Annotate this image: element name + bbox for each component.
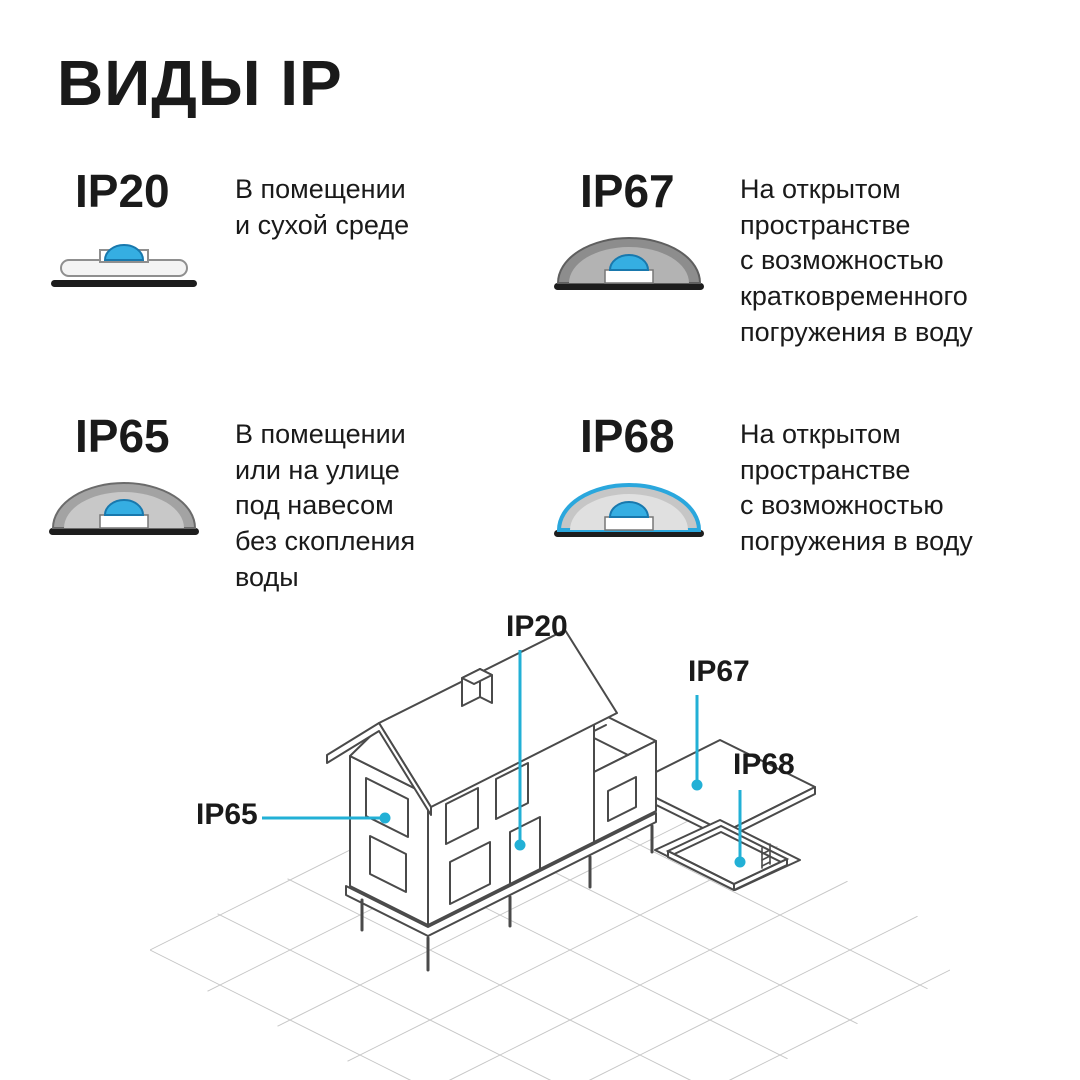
- house-label-ip68: IP68: [733, 748, 795, 781]
- ip-rating-description: На открытом пространстве с возможностью …: [740, 419, 973, 556]
- house-label-ip65: IP65: [196, 798, 258, 831]
- house-label-ip67: IP67: [688, 655, 750, 688]
- leader-dot-ip20: [514, 839, 526, 851]
- ip20-strip-icon: [49, 230, 199, 295]
- ip67-card: IP67 На открытом пространстве с возможно…: [554, 165, 1080, 347]
- ip-rating-code: IP20: [75, 165, 170, 217]
- ip68-card: IP68 На открытом пространстве с возможно…: [554, 410, 1080, 556]
- house-label-ip20: IP20: [506, 610, 568, 643]
- ip-rating-description: В помещении и сухой среде: [235, 174, 410, 240]
- ip-rating-code: IP68: [580, 410, 675, 462]
- ip65-strip-icon: [49, 475, 199, 542]
- ip65-card: IP65 В помещении или на улице под навесо…: [49, 410, 615, 592]
- ip67-strip-icon: [554, 230, 704, 297]
- house-base-slab: [345, 812, 657, 972]
- leader-dot-ip65: [379, 812, 391, 824]
- leader-lines: [262, 650, 746, 868]
- leader-dot-ip67: [691, 779, 703, 791]
- ip-rating-description: На открытом пространстве с возможностью …: [740, 174, 973, 347]
- house-windows: [365, 762, 541, 905]
- ip-rating-code: IP65: [75, 410, 170, 462]
- pool: [654, 819, 801, 891]
- ip20-card: IP20 В помещении и сухой среде: [51, 165, 615, 287]
- pool-ladder-icon: [761, 843, 771, 869]
- leader-dot-ip68: [734, 856, 746, 868]
- ip68-strip-icon: [554, 475, 704, 544]
- page-title: ВИДЫ IP: [57, 47, 343, 119]
- house-illustration: [150, 629, 950, 1080]
- chimney: [461, 668, 493, 707]
- ip-rating-code: IP67: [580, 165, 675, 217]
- ip-rating-description: В помещении или на улице под навесом без…: [235, 419, 416, 592]
